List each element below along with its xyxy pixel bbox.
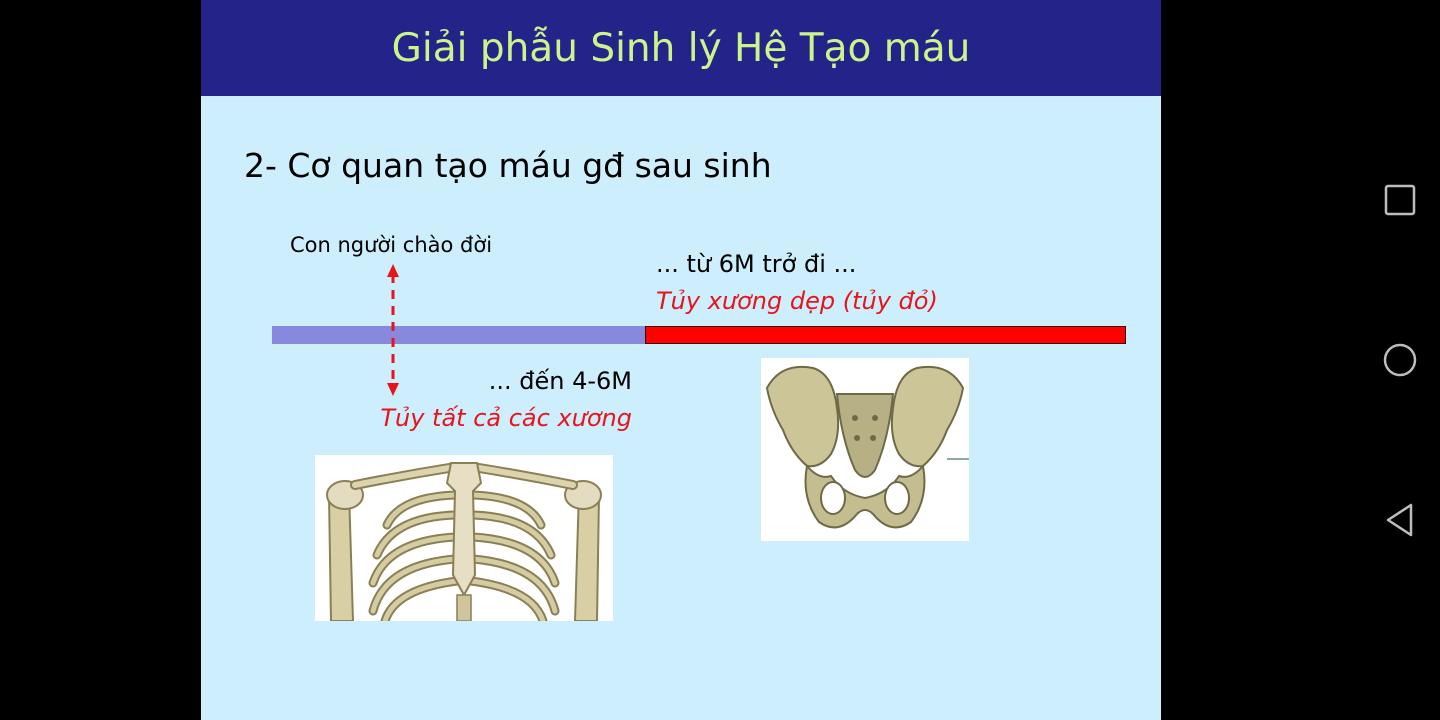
- pelvis-bone-image: [761, 358, 969, 541]
- recents-button[interactable]: [1370, 170, 1430, 230]
- timeline-early-segment: [272, 326, 645, 344]
- back-button[interactable]: [1370, 490, 1430, 550]
- ribcage-illustration: [315, 455, 613, 621]
- android-navigation-bar: [1161, 0, 1440, 720]
- late-marrow-label: Tủy xương dẹp (tủy đỏ): [656, 287, 938, 315]
- recents-square-icon: [1384, 184, 1416, 216]
- timeline-late-segment: [645, 326, 1126, 344]
- late-range-label: ... từ 6M trở đi ...: [656, 250, 857, 278]
- slide-header-band: [201, 0, 1161, 96]
- early-marrow-label: Tủy tất cả các xương: [380, 404, 632, 432]
- ribcage-skeleton-image: [315, 455, 613, 621]
- home-circle-icon: [1383, 343, 1417, 377]
- presentation-slide: Giải phẫu Sinh lý Hệ Tạo máu 2- Cơ quan …: [201, 0, 1161, 720]
- slide-subtitle: 2- Cơ quan tạo máu gđ sau sinh: [244, 146, 772, 185]
- pelvis-illustration: [761, 358, 969, 541]
- birth-label: Con người chào đời: [290, 233, 493, 257]
- home-button[interactable]: [1370, 330, 1430, 390]
- birth-double-arrow-icon: [387, 264, 399, 396]
- slide-title: Giải phẫu Sinh lý Hệ Tạo máu: [391, 26, 971, 71]
- early-range-label: ... đến 4-6M: [488, 367, 632, 395]
- back-triangle-icon: [1386, 503, 1413, 537]
- timeline-bar: [272, 326, 1126, 344]
